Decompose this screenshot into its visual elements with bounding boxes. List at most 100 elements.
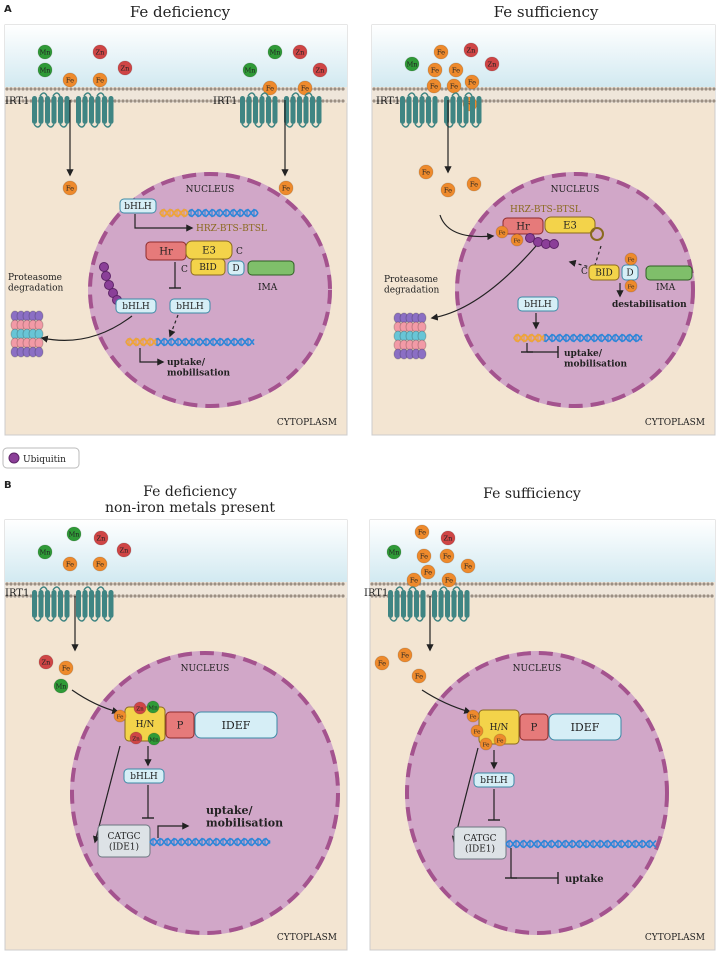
- lipid-head: [13, 594, 17, 598]
- lipid-head: [662, 582, 666, 586]
- lipid-head: [57, 87, 61, 91]
- lipid-head: [630, 594, 634, 598]
- ion-label: Mn: [55, 683, 67, 691]
- ion-label: Fe: [464, 563, 472, 571]
- lipid-head: [205, 582, 209, 586]
- ima-label: IMA: [258, 283, 278, 293]
- lipid-head: [668, 99, 672, 103]
- hn-domain-label: H/N: [136, 720, 155, 730]
- lipid-head: [426, 582, 430, 586]
- proteasome-icon: [393, 312, 427, 360]
- lipid-head: [25, 99, 29, 103]
- lipid-head: [105, 582, 109, 586]
- lipid-head: [129, 594, 133, 598]
- ion-mn: Mn: [242, 62, 258, 78]
- lipid-head: [464, 87, 468, 91]
- lipid-head: [257, 594, 261, 598]
- lipid-head: [285, 582, 289, 586]
- lipid-head: [426, 594, 430, 598]
- lipid-head: [29, 594, 33, 598]
- lipid-head: [372, 99, 376, 103]
- lipid-head: [378, 582, 382, 586]
- lipid-head: [65, 87, 69, 91]
- lipid-head: [157, 594, 161, 598]
- lipid-head: [277, 99, 281, 103]
- irt1-loops-top: [83, 92, 105, 97]
- hr-domain-label: Hr: [159, 247, 173, 258]
- lipid-head: [540, 87, 544, 91]
- ion-circle: [418, 164, 434, 180]
- lipid-head: [253, 582, 257, 586]
- lipid-head: [57, 582, 61, 586]
- lipid-head: [652, 99, 656, 103]
- lipid-head: [644, 87, 648, 91]
- ion-label: Fe: [513, 239, 521, 245]
- lipid-head: [245, 582, 249, 586]
- ion-label: Fe: [468, 79, 476, 87]
- ion-circle: [493, 733, 507, 747]
- lipid-head: [440, 87, 444, 91]
- ion-circle: [113, 709, 127, 723]
- lipid-head: [233, 87, 237, 91]
- idef-domain-box: [194, 711, 278, 739]
- lipid-head: [558, 582, 562, 586]
- lipid-head: [482, 582, 486, 586]
- ion-fe: Fe: [510, 233, 524, 247]
- ion-circle: [404, 56, 420, 72]
- bhlh-free: bHLH: [169, 298, 211, 314]
- lipid-head: [149, 594, 153, 598]
- ion-fe: Fe: [448, 62, 464, 78]
- lipid-head: [85, 87, 89, 91]
- lipid-head: [21, 99, 25, 103]
- lipid-head: [384, 99, 388, 103]
- ion-zn: Zn: [117, 60, 133, 76]
- lipid-head: [474, 582, 478, 586]
- lipid-head: [333, 99, 337, 103]
- irt1-label: IRT1: [5, 588, 29, 599]
- ion-label: Mn: [148, 706, 158, 712]
- ion-circle: [466, 176, 482, 192]
- lipid-head: [528, 99, 532, 103]
- dna-b-right-strand-1: [505, 839, 657, 849]
- lipid-head: [550, 582, 554, 586]
- lipid-head: [301, 582, 305, 586]
- lipid-head: [185, 582, 189, 586]
- lipid-head: [81, 87, 85, 91]
- lipid-head: [444, 87, 448, 91]
- lipid-head: [189, 582, 193, 586]
- lipid-head: [177, 594, 181, 598]
- lipid-head: [229, 594, 233, 598]
- lipid-head: [309, 582, 313, 586]
- ion-circle: [448, 62, 464, 78]
- irt1-helix: [58, 96, 63, 124]
- lipid-head: [277, 87, 281, 91]
- lipid-head: [293, 594, 297, 598]
- lipid-head: [390, 582, 394, 586]
- lipid-head: [217, 87, 221, 91]
- lipid-head: [173, 87, 177, 91]
- idef-domain: IDEF: [194, 711, 278, 739]
- lipid-head: [674, 582, 678, 586]
- ion-label: Fe: [422, 169, 430, 177]
- lipid-head: [380, 99, 384, 103]
- irt1-helix: [316, 96, 322, 124]
- lipid-head: [518, 594, 522, 598]
- ion-fe: Fe: [414, 524, 430, 540]
- lipid-head: [486, 594, 490, 598]
- irt1-loops: [285, 123, 320, 128]
- lipid-head: [181, 99, 185, 103]
- ion-fe: Fe: [113, 709, 127, 723]
- proteasome-subunit: [34, 346, 44, 358]
- lipid-head: [9, 87, 13, 91]
- lipid-head: [277, 582, 281, 586]
- lipid-head: [570, 582, 574, 586]
- lipid-head: [676, 87, 680, 91]
- hrz-label: HRZ-BTS-BTSL: [510, 205, 581, 215]
- lipid-head: [161, 594, 165, 598]
- lipid-head: [141, 87, 145, 91]
- ion-mn: Mn: [146, 700, 160, 714]
- uptake-arrow: [157, 822, 190, 838]
- ubiquitin: [104, 280, 114, 290]
- lipid-head: [532, 87, 536, 91]
- ion-circle: [416, 548, 432, 564]
